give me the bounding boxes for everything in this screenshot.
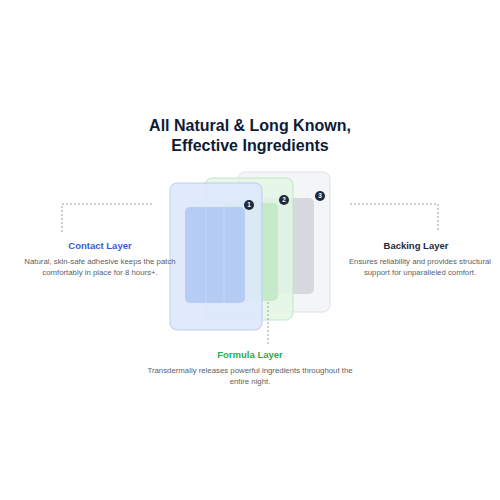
layer-heading: Backing Layer bbox=[336, 240, 496, 252]
diagram-title: All Natural & Long Known, Effective Ingr… bbox=[130, 116, 370, 156]
contact-card bbox=[170, 183, 262, 330]
contact-seam bbox=[224, 207, 225, 303]
layer-description: Ensures reliability and provides structu… bbox=[344, 257, 496, 278]
contact-seam bbox=[206, 207, 207, 303]
layer-heading: Formula Layer bbox=[150, 349, 350, 361]
callout-circle bbox=[244, 200, 254, 210]
layer-description: Transdermally releases powerful ingredie… bbox=[140, 366, 360, 387]
layer-heading: Contact Layer bbox=[20, 240, 180, 252]
callout-number: 3 bbox=[315, 191, 325, 201]
callout-circle bbox=[315, 191, 325, 201]
callout-circle bbox=[279, 195, 289, 205]
leader-line bbox=[268, 302, 269, 344]
callout-number: 1 bbox=[244, 200, 254, 210]
callout-number: 2 bbox=[279, 195, 289, 205]
leader-line bbox=[350, 204, 438, 232]
contact-inner bbox=[185, 207, 245, 303]
layer-description: Natural, skin-safe adhesive keeps the pa… bbox=[22, 257, 178, 278]
leader-line bbox=[62, 204, 152, 232]
